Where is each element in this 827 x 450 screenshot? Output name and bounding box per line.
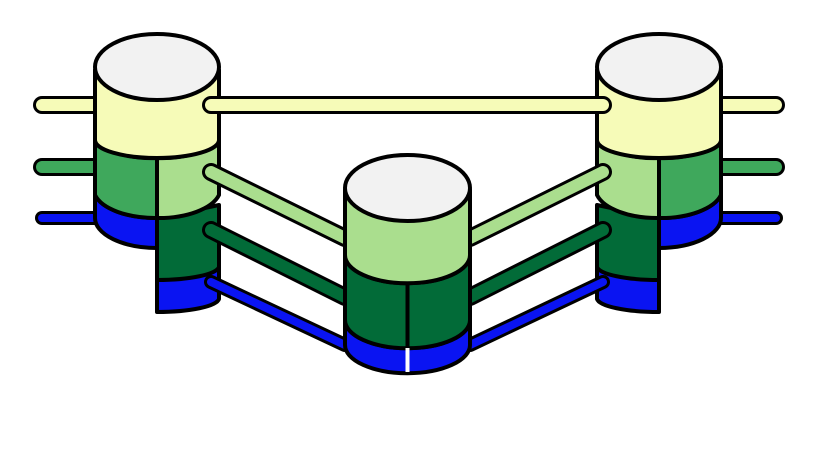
node-right-top: [595, 32, 723, 102]
node-left-top: [93, 32, 221, 102]
link-left-center-layer4: [204, 275, 352, 352]
links: [202, 96, 612, 352]
node-left: [93, 32, 221, 315]
node-center: [343, 153, 472, 376]
link-left-center-layer2: [202, 163, 354, 247]
link-left-center-layer3: [202, 221, 354, 306]
link-center-right-layer2: [461, 163, 612, 247]
link-center-right-layer3: [461, 221, 612, 306]
node-center-top: [343, 153, 472, 223]
side-node-dividers: [155, 158, 661, 312]
link-center-right-layer4: [463, 275, 610, 352]
node-right: [595, 32, 723, 315]
node-right-layer3: [595, 203, 661, 283]
node-left-layer3: [155, 203, 221, 283]
